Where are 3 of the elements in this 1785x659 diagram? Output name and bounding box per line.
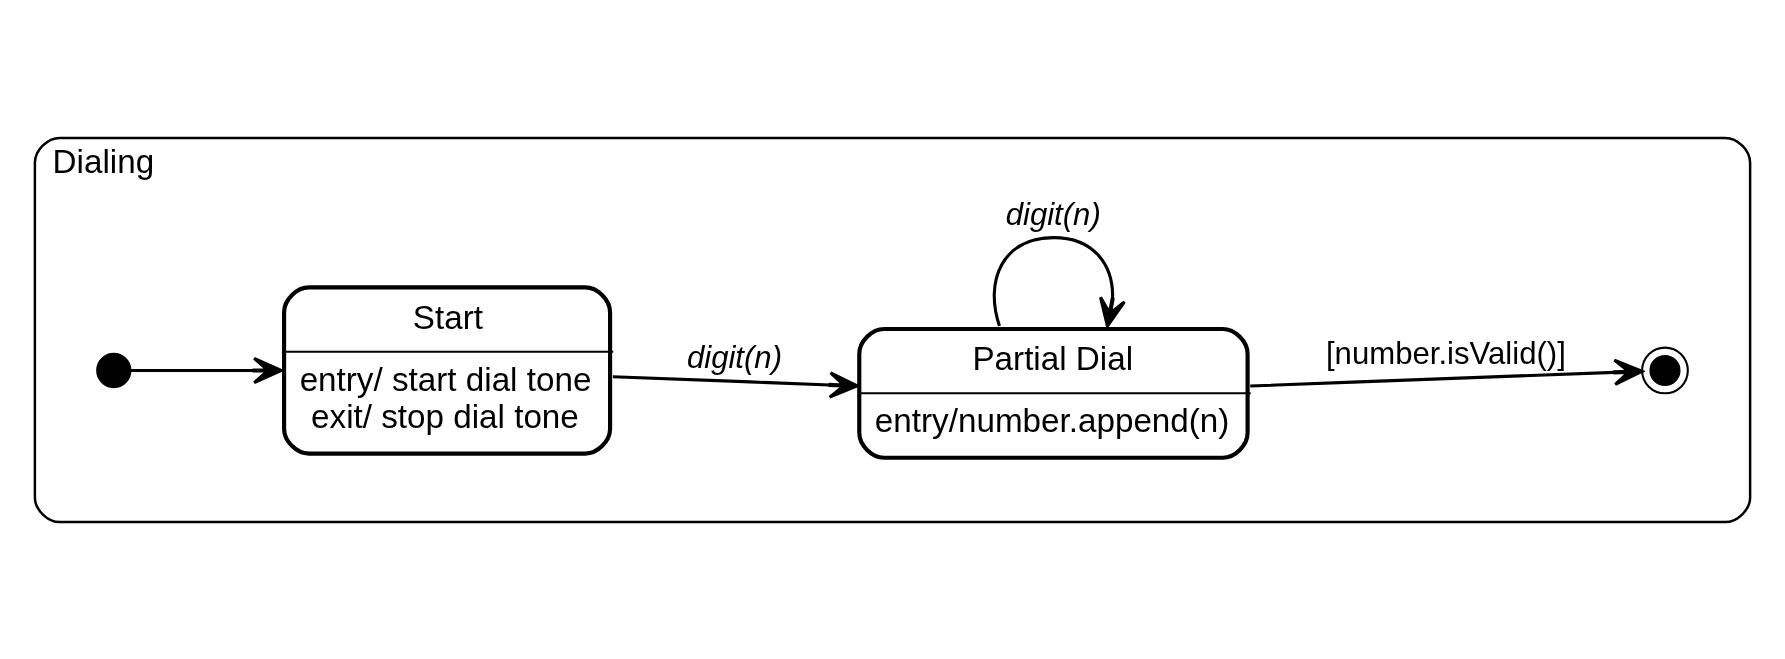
edge-label: [number.isValid()] [1325,335,1566,371]
edge-label: digit(n) [1005,196,1101,232]
edge-label: digit(n) [686,339,783,375]
